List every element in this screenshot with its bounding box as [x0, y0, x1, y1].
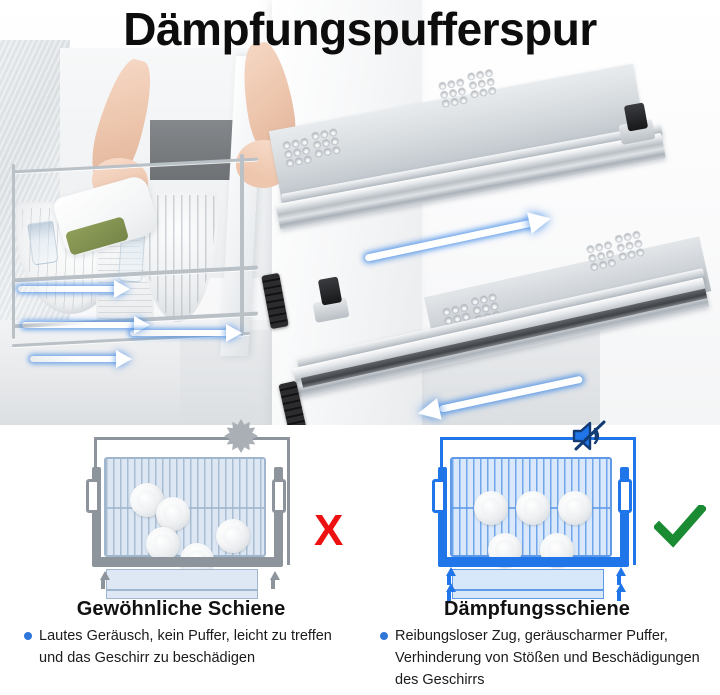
mounting-holes-group	[439, 79, 467, 107]
tiled-wall	[0, 40, 70, 340]
motion-arrow-up	[100, 571, 110, 580]
drawer-bottom-bar	[438, 557, 629, 567]
drawer-rail-right	[274, 467, 283, 559]
drawer-bottom-bar	[92, 557, 283, 567]
retract-direction-arrow	[415, 371, 584, 425]
mounting-holes-group	[467, 69, 496, 98]
motion-arrow-up	[446, 583, 456, 592]
comparison-captions: Gewöhnliche Schiene Lautes Geräusch, kei…	[0, 598, 720, 695]
rail-tab-left	[432, 479, 446, 513]
rack-wire-right	[240, 154, 244, 336]
drawer-rail-left	[438, 467, 447, 559]
motion-arrow-up	[616, 567, 626, 576]
slide-clip	[317, 276, 343, 306]
motion-arrow-stem	[101, 580, 105, 589]
drawer-tray	[452, 569, 604, 599]
bullet-dot-icon	[24, 632, 32, 640]
drawer-rail-right	[620, 467, 629, 559]
red-x-icon: X	[314, 506, 344, 555]
damped-slide-diagram	[424, 420, 720, 601]
rail-tab-right	[272, 479, 286, 513]
bullet-dot-icon	[380, 632, 388, 640]
green-check-icon	[652, 502, 708, 549]
mounting-holes-group	[586, 241, 616, 271]
mounting-holes-group	[615, 231, 644, 260]
motion-arrow-stem	[271, 580, 275, 589]
caption-ordinary: Gewöhnliche Schiene Lautes Geräusch, kei…	[6, 598, 356, 670]
rail-tab-right	[618, 479, 632, 513]
bullet-ordinary: Lautes Geräusch, kein Puffer, leicht zu …	[6, 626, 356, 670]
drawer-slide-pair	[261, 63, 720, 425]
comparison-diagrams: X	[0, 419, 720, 601]
pull-out-arrow-1	[18, 280, 136, 298]
slide-clip	[623, 102, 649, 132]
pullout-dish-rack	[12, 150, 260, 348]
drawer-rail-left	[92, 467, 101, 559]
motion-arrow-up	[616, 583, 626, 592]
plate	[558, 491, 592, 525]
bullet-text-ordinary: Lautes Geräusch, kein Puffer, leicht zu …	[39, 628, 332, 666]
caption-title-damped: Dämpfungsschiene	[443, 598, 631, 620]
rail-tab-left	[86, 479, 100, 513]
motion-arrow-up	[446, 567, 456, 576]
motion-arrow-stem	[617, 592, 621, 601]
page-title: Dämpfungspufferspur	[123, 3, 597, 55]
caption-title-ordinary: Gewöhnliche Schiene	[76, 598, 286, 620]
mounting-holes-group	[311, 129, 340, 157]
motion-arrow-up	[270, 571, 280, 580]
bullet-damped: Reibungsloser Zug, geräuscharmer Puffer,…	[362, 626, 712, 691]
motion-arrow-stem	[447, 576, 451, 585]
motion-arrow-stem	[447, 592, 451, 601]
motion-arrow-stem	[617, 576, 621, 585]
plate	[474, 491, 508, 525]
bullet-text-damped: Reibungsloser Zug, geräuscharmer Puffer,…	[395, 628, 700, 688]
pull-out-arrow-3	[130, 324, 250, 342]
rack-wire-top	[12, 157, 258, 174]
drawer-tray	[106, 569, 258, 599]
mounting-holes-group	[283, 138, 312, 167]
extend-direction-arrow	[363, 207, 554, 266]
rack-wire-left	[12, 164, 15, 339]
caption-damped: Dämpfungsschiene Reibungsloser Zug, gerä…	[362, 598, 712, 691]
mute-speaker-icon	[570, 419, 610, 453]
plate	[516, 491, 550, 525]
kitchen-photo-scene	[0, 0, 720, 425]
ordinary-slide-diagram: X	[78, 419, 378, 599]
pull-out-arrow-2	[22, 316, 162, 334]
pull-out-arrow-4	[30, 350, 138, 368]
